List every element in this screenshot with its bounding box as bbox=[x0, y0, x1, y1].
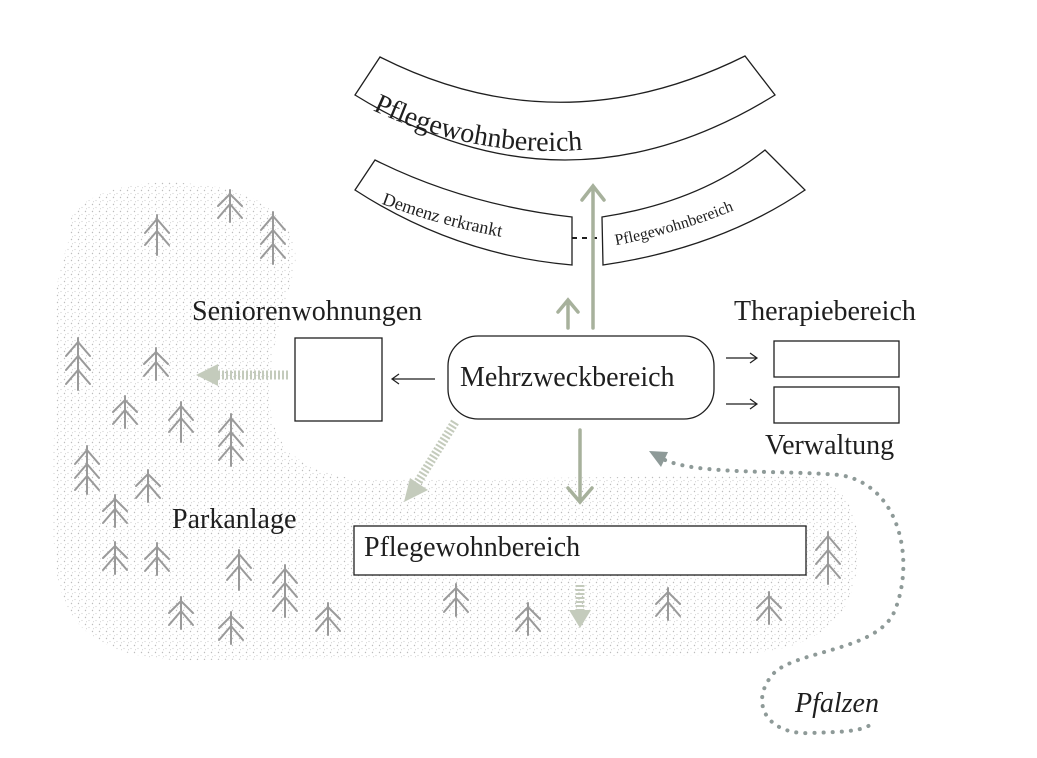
tree-icon bbox=[102, 541, 128, 575]
multipurpose-box bbox=[447, 335, 715, 420]
arrow-down bbox=[566, 428, 594, 505]
arrow-left-hatched bbox=[196, 364, 288, 386]
arrow-right-therapy bbox=[726, 352, 759, 364]
entrance-path-label: Pfalzen bbox=[795, 688, 879, 719]
dementia-wing-shape bbox=[354, 159, 573, 266]
tree-icon bbox=[168, 596, 194, 630]
tree-icon bbox=[226, 549, 252, 591]
therapy-label: Therapiebereich bbox=[734, 296, 916, 327]
tree-icon bbox=[135, 469, 161, 503]
arrow-up-short bbox=[556, 297, 580, 330]
tree-icon bbox=[168, 401, 194, 443]
tree-icon bbox=[218, 413, 244, 467]
administration-label: Verwaltung bbox=[765, 430, 895, 461]
tree-icon bbox=[65, 337, 91, 391]
tree-icon bbox=[260, 211, 286, 265]
multipurpose-label: Mehrzweckbereich bbox=[460, 362, 675, 393]
tree-icon bbox=[112, 395, 138, 429]
tree-icon bbox=[815, 531, 841, 585]
tree-icon bbox=[217, 189, 243, 223]
arrow-left-thin bbox=[390, 373, 435, 385]
tree-icon bbox=[102, 494, 128, 528]
tree-icon bbox=[144, 214, 170, 256]
tree-icon bbox=[655, 587, 681, 621]
senior-apartments-label: Seniorenwohnungen bbox=[192, 296, 423, 327]
arrow-right-admin bbox=[726, 398, 759, 410]
top-wing-shape bbox=[354, 55, 776, 161]
tree-icon bbox=[315, 602, 341, 636]
tree-icon bbox=[443, 583, 469, 617]
senior-apartments-box bbox=[294, 337, 383, 422]
tree-icon bbox=[218, 611, 244, 645]
bottom-wing-box bbox=[353, 525, 807, 576]
arrow-up-long bbox=[580, 183, 606, 330]
entrance-arrowhead bbox=[649, 451, 668, 467]
bottom-wing-label: Pflegewohnbereich bbox=[364, 532, 581, 563]
arrow-diagonal-hatched bbox=[404, 419, 459, 502]
trees bbox=[65, 189, 841, 645]
tree-icon bbox=[143, 347, 169, 381]
therapy-box bbox=[773, 340, 900, 378]
tree-icon bbox=[756, 591, 782, 625]
arrow-down-hatched bbox=[569, 585, 591, 628]
administration-box bbox=[773, 386, 900, 424]
tree-icon bbox=[272, 564, 298, 618]
tree-icon bbox=[515, 602, 541, 636]
park-label: Parkanlage bbox=[172, 504, 297, 535]
tree-icon bbox=[144, 542, 170, 576]
tree-icon bbox=[74, 445, 100, 495]
small-wing-shape bbox=[601, 149, 807, 266]
